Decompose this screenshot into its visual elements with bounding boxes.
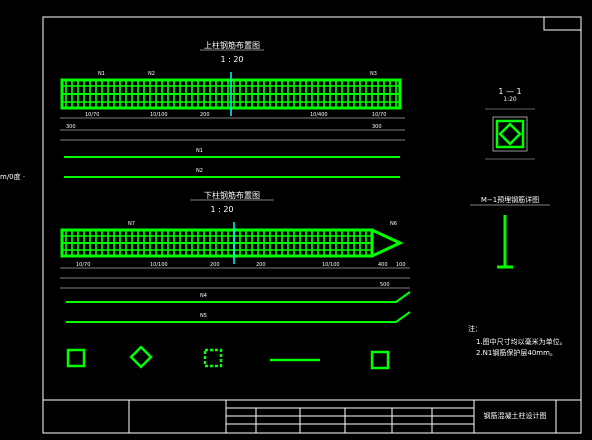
lower-dim-6: 400: [378, 262, 388, 268]
lower-dim-1: 10/70: [76, 262, 90, 268]
left-edge-label: m/0度 ·: [0, 173, 26, 181]
lower-column-rebar: [60, 222, 404, 264]
bar-label-N5: N5: [200, 313, 207, 319]
upper-title: 上柱钢筋布置图: [204, 40, 260, 50]
section-drawing: [485, 108, 535, 160]
lower-dim-4: 200: [256, 262, 266, 268]
lower-dimensions: [60, 267, 410, 289]
detail-drawing: [497, 215, 513, 269]
bar-label-N1: N1: [196, 148, 203, 154]
upper-label-N3: N3: [370, 71, 377, 77]
lower-dim-3: 200: [210, 262, 220, 268]
lower-label-N6: N6: [390, 221, 397, 227]
lower-dim-5: 10/100: [322, 262, 340, 268]
corner-box: [543, 16, 582, 31]
section-scale: 1:20: [503, 96, 517, 103]
upper-label-N2: N2: [148, 71, 155, 77]
upper-dim-1: 10/70: [85, 112, 99, 118]
detail-title: M−1预埋钢筋详图: [481, 195, 539, 204]
upper-bar-lines: [64, 156, 400, 178]
note-1: 1.图中尺寸均以毫米为单位。: [476, 337, 567, 346]
bar-label-N4: N4: [200, 293, 207, 299]
upper-dim-6: 300: [66, 124, 76, 130]
notes-heading: 注：: [468, 324, 482, 333]
upper-dim-4: 10/400: [310, 112, 328, 118]
lower-dim-7: 100: [396, 262, 406, 268]
lower-bar-lines: [66, 291, 411, 323]
upper-dim-7: 300: [372, 124, 382, 130]
lower-scale: 1 : 20: [210, 205, 233, 214]
upper-dim-5: 10/70: [372, 112, 386, 118]
stirrup-shapes: [66, 345, 390, 370]
upper-label-N1: N1: [98, 71, 105, 77]
note-2: 2.N1钢筋保护层40mm。: [476, 348, 557, 357]
upper-dim-2: 10/100: [150, 112, 168, 118]
lower-label-N7: N7: [128, 221, 135, 227]
upper-column-rebar: [60, 72, 402, 116]
upper-scale: 1 : 20: [220, 55, 243, 64]
lower-title: 下柱钢筋布置图: [204, 190, 260, 200]
title-block-title: 钢筋混凝土柱设计图: [484, 411, 547, 420]
upper-dim-3: 200: [200, 112, 210, 118]
lower-dim-8: 500: [380, 282, 390, 288]
upper-dimensions: [60, 117, 405, 141]
title-block: 钢筋混凝土柱设计图: [42, 399, 582, 434]
cage-taper: [371, 228, 404, 258]
section-title: 1 — 1: [498, 87, 521, 96]
lower-dim-2: 10/100: [150, 262, 168, 268]
bar-label-N2: N2: [196, 168, 203, 174]
